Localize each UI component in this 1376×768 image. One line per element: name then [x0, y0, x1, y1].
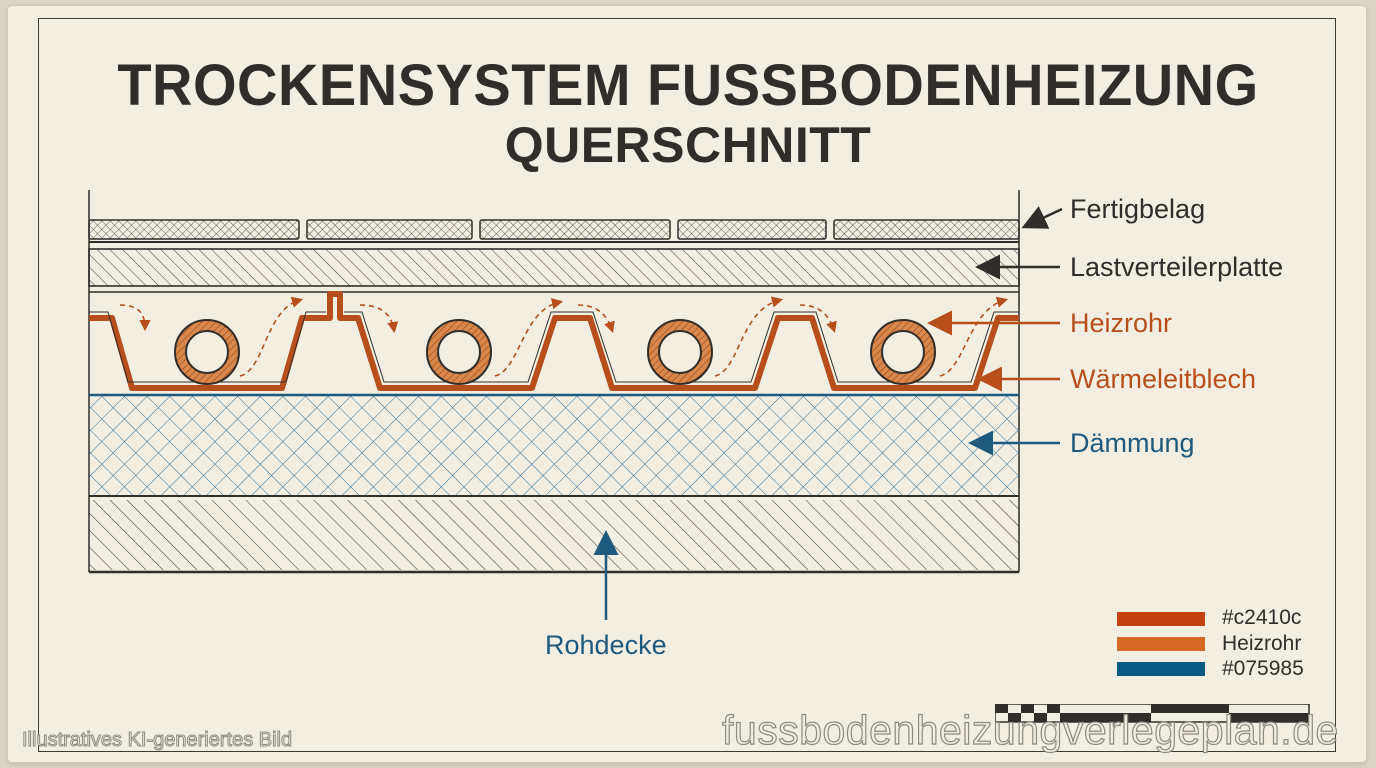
- heizrohr-pipe: [870, 319, 936, 385]
- fertigbelag-layer: [88, 219, 1020, 243]
- rohdecke-layer: [89, 500, 1019, 574]
- title-sub: QUERSCHNITT: [504, 117, 872, 173]
- scale-bar: [995, 704, 1310, 723]
- lastverteilerplatte-layer: [88, 248, 1020, 287]
- legend-swatch: [1117, 612, 1205, 626]
- label-fertigbelag: Fertigbelag: [1070, 194, 1206, 224]
- watermark-website: fussbodenheizungverlegeplan.de: [721, 706, 1339, 753]
- waermeleitblech-profile: [89, 291, 1019, 391]
- legend-swatch: [1117, 662, 1205, 676]
- legend-text: #c2410c: [1222, 606, 1302, 629]
- label-heizrohr: Heizrohr: [1070, 308, 1173, 338]
- heating-zone: [89, 291, 1019, 391]
- heizrohr-pipe: [426, 319, 492, 385]
- heat-flow-arrows: [119, 296, 1009, 377]
- drawing-frame: [38, 18, 1336, 752]
- legend-text: Heizrohr: [1222, 632, 1302, 655]
- legend-text: #075985: [1222, 657, 1304, 680]
- label-waermeleitblech: Wärmeleitblech: [1070, 364, 1257, 394]
- fertigbelag-leader: [1021, 206, 1063, 229]
- label-rohdecke: Rohdecke: [545, 630, 667, 660]
- label-lastverteilerplatte: Lastverteilerplatte: [1070, 252, 1284, 282]
- label-daemmung: Dämmung: [1070, 428, 1195, 458]
- heizrohr-pipe: [647, 319, 713, 385]
- title-main: TROCKENSYSTEM FUSSBODENHEIZUNG: [117, 51, 1259, 118]
- daemmung-layer: [89, 393, 1019, 497]
- legend-swatch: [1117, 637, 1205, 651]
- watermark-ai-notice: Illustratives KI-generiertes Bild: [21, 729, 293, 752]
- heizrohr-pipe: [174, 319, 240, 385]
